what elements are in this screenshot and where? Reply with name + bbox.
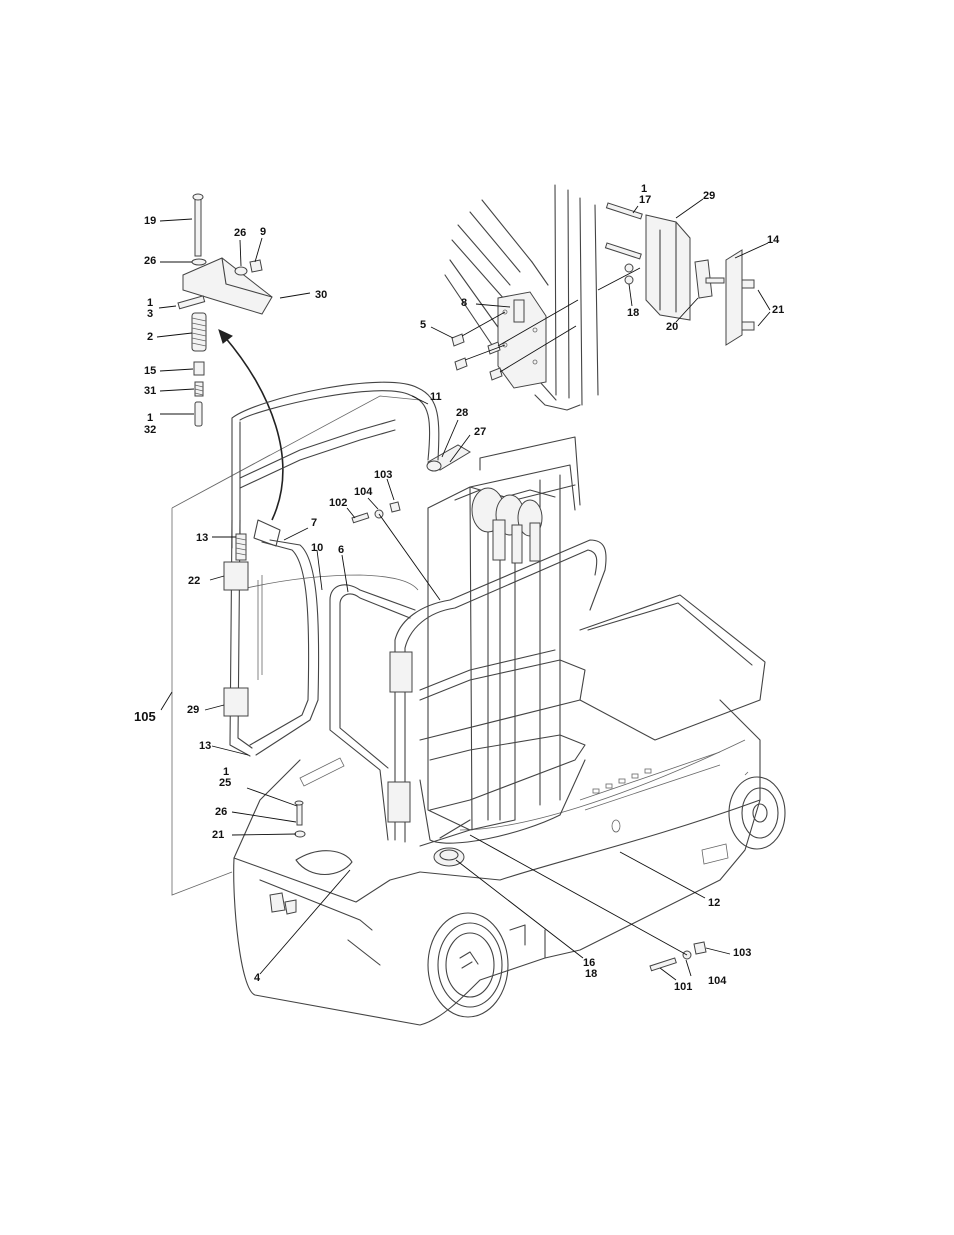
callout-17: 17 bbox=[639, 195, 651, 206]
callout-32: 32 bbox=[144, 425, 156, 436]
callout-14: 14 bbox=[767, 235, 779, 246]
callout-6: 6 bbox=[338, 545, 344, 556]
callout-19: 19 bbox=[144, 216, 156, 227]
callout-22: 22 bbox=[188, 576, 200, 587]
machine-body bbox=[234, 595, 785, 1025]
callout-11: 11 bbox=[430, 392, 442, 403]
callout-2: 2 bbox=[147, 332, 153, 343]
callout-31: 31 bbox=[144, 386, 156, 397]
callout-12: 12 bbox=[708, 898, 720, 909]
callout-104: 104 bbox=[708, 976, 726, 987]
callout-7: 7 bbox=[311, 518, 317, 529]
callout-21: 21 bbox=[772, 305, 784, 316]
callout-21: 21 bbox=[212, 830, 224, 841]
callout-20: 20 bbox=[666, 322, 678, 333]
callout-28: 28 bbox=[456, 408, 468, 419]
callout-101: 101 bbox=[674, 982, 692, 993]
callout-26: 26 bbox=[215, 807, 227, 818]
callout-3: 3 bbox=[147, 309, 153, 320]
callout-4: 4 bbox=[254, 973, 260, 984]
callout-9: 9 bbox=[260, 227, 266, 238]
callout-5: 5 bbox=[420, 320, 426, 331]
callout-105: 105 bbox=[134, 710, 156, 723]
callout-18: 18 bbox=[627, 308, 639, 319]
callout-103: 103 bbox=[733, 948, 751, 959]
callout-18: 18 bbox=[585, 969, 597, 980]
callout-27: 27 bbox=[474, 427, 486, 438]
callout-26: 26 bbox=[234, 228, 246, 239]
callout-103: 103 bbox=[374, 470, 392, 481]
callout-30: 30 bbox=[315, 290, 327, 301]
callout-1: 1 bbox=[147, 413, 153, 424]
callout-25: 25 bbox=[219, 778, 231, 789]
callout-10: 10 bbox=[311, 543, 323, 554]
callout-29: 29 bbox=[703, 191, 715, 202]
callout-26: 26 bbox=[144, 256, 156, 267]
callout-104: 104 bbox=[354, 487, 372, 498]
callout-13: 13 bbox=[199, 741, 211, 752]
mast-column bbox=[427, 437, 580, 830]
callout-13: 13 bbox=[196, 533, 208, 544]
callout-29: 29 bbox=[187, 705, 199, 716]
callout-8: 8 bbox=[461, 298, 467, 309]
callout-102: 102 bbox=[329, 498, 347, 509]
hinge-plate-detail bbox=[445, 185, 754, 410]
spring-hinge-assembly bbox=[178, 194, 283, 520]
callout-15: 15 bbox=[144, 366, 156, 377]
